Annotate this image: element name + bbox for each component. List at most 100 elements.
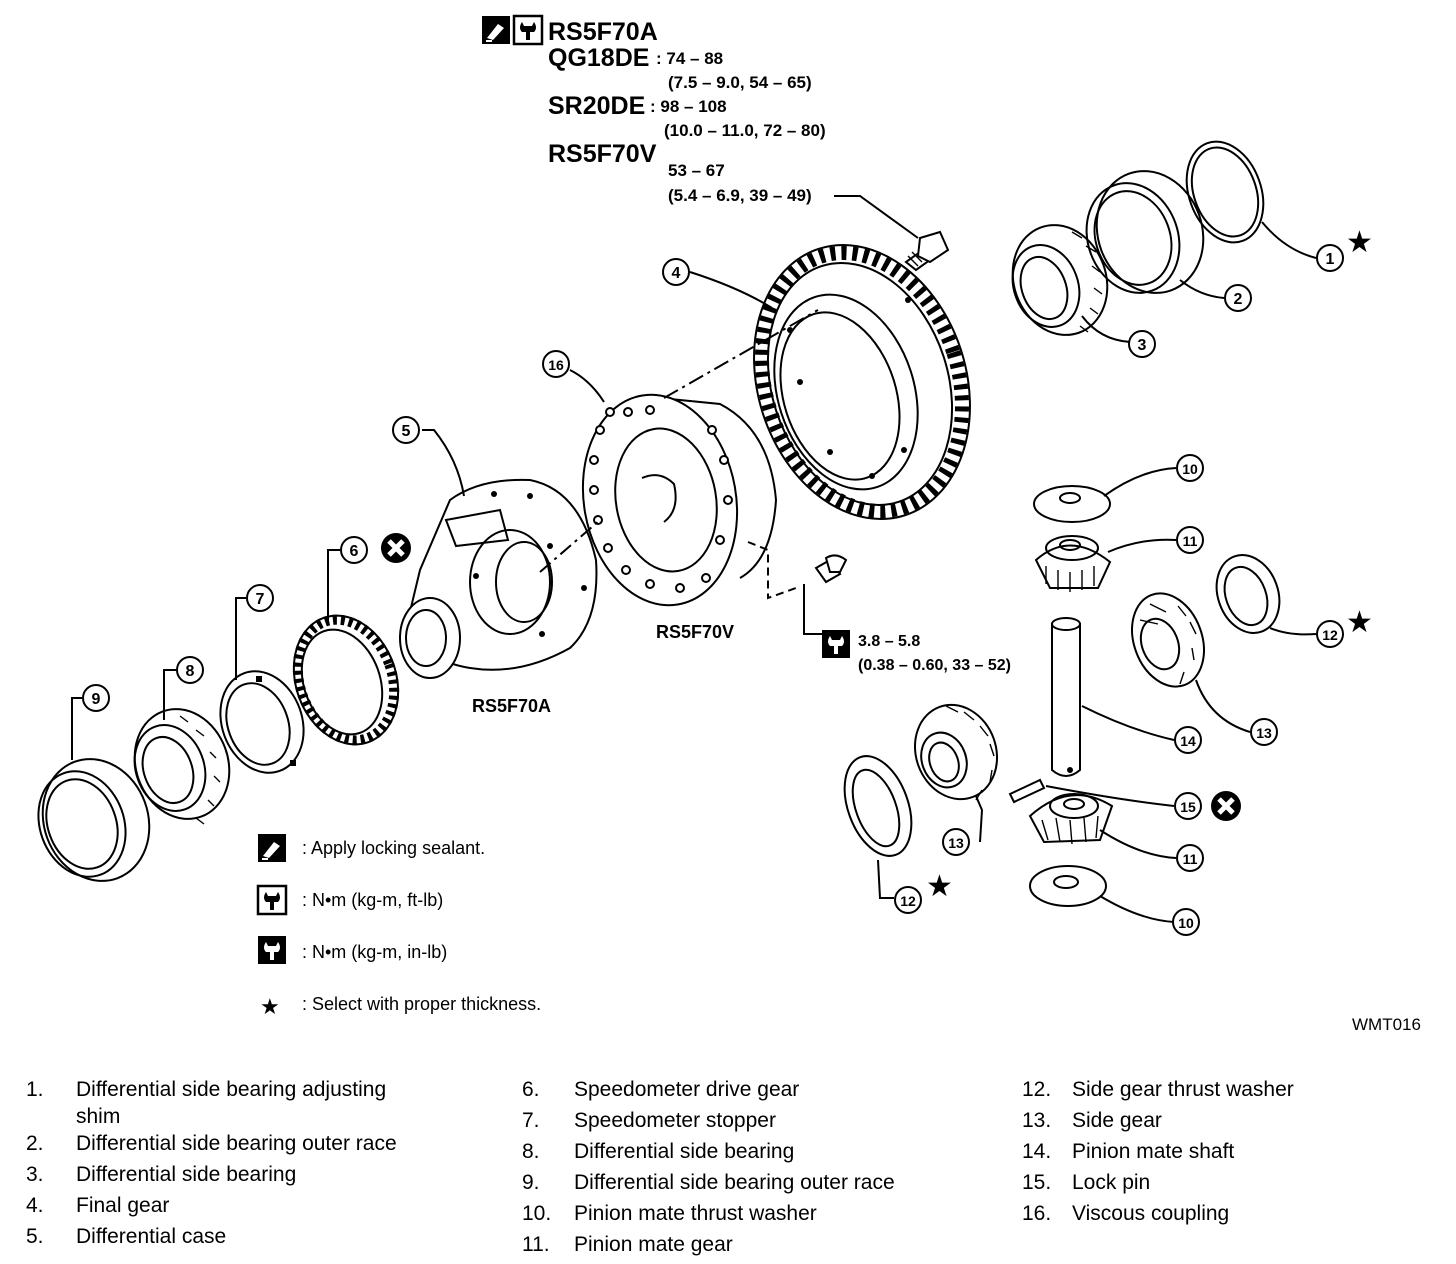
star-icon: ★ [1346, 226, 1373, 259]
callout-2: 2 [1224, 284, 1252, 312]
svg-text:2: 2 [1234, 291, 1243, 308]
svg-text:9: 9 [92, 691, 101, 708]
list-item: 16.Viscous coupling [1022, 1202, 1230, 1225]
part-10-upper-washer [1033, 467, 1177, 523]
callout-11-upper: 11 [1176, 526, 1204, 554]
part-13-right-side-gear [1131, 592, 1251, 733]
torque-wrench-filled-icon [258, 936, 286, 964]
callout-6: 6 [340, 536, 368, 564]
torque-wrench-filled-icon [822, 630, 850, 658]
callout-13-right: 13 [1250, 718, 1278, 746]
star-icon: ★ [1346, 606, 1373, 639]
model-a-title: RS5F70A [548, 18, 658, 46]
svg-text:7: 7 [256, 591, 265, 608]
part-12-right-washer [1215, 554, 1317, 636]
callout-4: 4 [662, 258, 690, 286]
model-v-title: RS5F70V [548, 140, 657, 168]
svg-text:13: 13 [1256, 725, 1272, 741]
callout-14: 14 [1174, 726, 1202, 754]
callout-1: 1 [1316, 244, 1344, 272]
list-item: 12.Side gear thrust washer [1022, 1078, 1294, 1101]
callout-13-left: 13 [942, 828, 970, 856]
part-7-speedometer-stopper [219, 597, 305, 774]
part-4-final-gear [689, 244, 971, 520]
list-item: 10.Pinion mate thrust washer [522, 1202, 817, 1225]
callout-12-left: 12 [894, 886, 922, 914]
engine-1-units: (7.5 – 9.0, 54 – 65) [668, 73, 812, 92]
small-bolt-torque-value: 3.8 – 5.8 [858, 633, 920, 650]
model-v-units: (5.4 – 6.9, 39 – 49) [668, 186, 812, 205]
list-item: 11.Pinion mate gear [522, 1233, 733, 1256]
svg-text:12: 12 [1322, 627, 1338, 643]
callout-10-lower: 10 [1172, 908, 1200, 936]
engine-2-value: : 98 – 108 [650, 97, 727, 116]
part-12-left-washer [843, 755, 913, 899]
key-select: : Select with proper thickness. [302, 994, 541, 1014]
sealant-icon [257, 833, 287, 863]
list-item: 1.Differential side bearing adjusting [26, 1078, 387, 1101]
list-item: 8.Differential side bearing [522, 1140, 795, 1163]
part-11-lower-pinion-gear [1028, 793, 1177, 859]
key-torque-ftlb: : N•m (kg-m, ft-lb) [302, 890, 443, 910]
svg-text:12: 12 [900, 893, 916, 909]
callout-8: 8 [176, 656, 204, 684]
list-item: 6.Speedometer drive gear [522, 1078, 800, 1101]
list-item: 9.Differential side bearing outer race [522, 1171, 895, 1194]
x-circle-icon [381, 533, 411, 563]
svg-text:15: 15 [1180, 799, 1196, 815]
callout-11-lower: 11 [1176, 844, 1204, 872]
part-15-lock-pin [1008, 778, 1175, 807]
parts-list-col1: 1.Differential side bearing adjusting sh… [26, 1074, 506, 1252]
case-model-label: RS5F70A [472, 696, 551, 716]
part-13-left-side-gear [913, 703, 999, 843]
svg-text:3: 3 [1138, 337, 1147, 354]
symbols: ★ ★ ★ [381, 226, 1373, 903]
symbol-key: : Apply locking sealant. : N•m (kg-m, ft… [256, 833, 541, 1019]
engine-2-name: SR20DE [548, 92, 645, 120]
list-item: 13.Side gear [1022, 1109, 1162, 1132]
part-11-upper-pinion-gear [1034, 535, 1177, 592]
svg-text:10: 10 [1178, 915, 1194, 931]
callout-12-right: 12 [1316, 620, 1344, 648]
callouts: 1 2 3 4 16 5 6 7 8 9 10 11 12 13 14 15 1… [82, 244, 1344, 936]
model-v-value: 53 – 67 [668, 161, 725, 180]
callout-5: 5 [392, 416, 420, 444]
list-item: 14.Pinion mate shaft [1022, 1140, 1235, 1163]
list-item: 3.Differential side bearing [26, 1163, 297, 1186]
callout-7: 7 [246, 584, 274, 612]
part-14-pinion-mate-shaft [1051, 617, 1175, 777]
part-2-outer-race [1085, 170, 1225, 299]
part-9-outer-race [37, 697, 151, 882]
svg-text:5: 5 [402, 423, 411, 440]
list-item: 4.Final gear [26, 1194, 170, 1217]
part-8-bearing [133, 669, 231, 825]
svg-text:8: 8 [186, 663, 195, 680]
star-icon: ★ [260, 994, 280, 1019]
star-icon: ★ [926, 870, 953, 903]
callout-15: 15 [1174, 792, 1202, 820]
part-5-differential-case [399, 429, 601, 679]
part-10-lower-washer [1029, 865, 1175, 923]
parts-list-col3: 12.Side gear thrust washer 13.Side gear … [1022, 1074, 1442, 1229]
engine-1-name: QG18DE [548, 44, 649, 72]
svg-text:1: 1 [1326, 251, 1335, 268]
svg-text:4: 4 [672, 265, 681, 282]
svg-text:11: 11 [1183, 533, 1198, 549]
torque-wrench-icon [256, 884, 288, 916]
ring-gear-bolt [904, 230, 950, 272]
x-circle-icon [1211, 791, 1241, 821]
svg-text:16: 16 [548, 357, 564, 373]
svg-text:13: 13 [948, 835, 964, 851]
part-3-bearing [1011, 224, 1131, 343]
small-bolt-torque-units: (0.38 – 0.60, 33 – 52) [858, 657, 1011, 674]
figure-id: WMT016 [1352, 1015, 1421, 1034]
callout-10-upper: 10 [1176, 454, 1204, 482]
coupling-model-label: RS5F70V [656, 622, 734, 642]
svg-text:11: 11 [1183, 851, 1198, 867]
leader-line [834, 195, 919, 239]
key-sealant: : Apply locking sealant. [302, 838, 485, 858]
svg-text:6: 6 [350, 543, 359, 560]
part-6-speedometer-drive-gear [292, 549, 400, 746]
list-item: 7.Speedometer stopper [522, 1109, 776, 1132]
